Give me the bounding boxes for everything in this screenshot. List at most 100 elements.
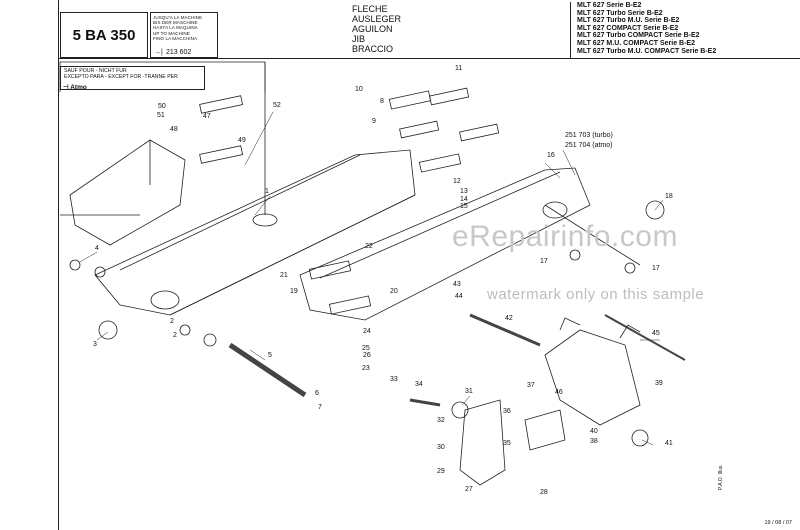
bush xyxy=(94,266,106,278)
carriage-shape xyxy=(544,329,641,426)
wear-pad xyxy=(308,260,352,280)
callout-9: 9 xyxy=(372,118,376,125)
model-item: MLT 627 Turbo M.U. COMPACT Serie B-E2 xyxy=(577,47,717,55)
callout-20: 20 xyxy=(390,288,398,295)
title-line: AUSLEGER xyxy=(352,14,402,24)
pin-end-cap xyxy=(451,401,469,419)
callout-26: 26 xyxy=(363,352,371,359)
callout-part-251703: 251 703 (turbo) xyxy=(565,132,613,139)
rod xyxy=(604,314,686,361)
short-pin xyxy=(409,398,441,407)
callout-45: 45 xyxy=(652,330,660,337)
wear-pad xyxy=(388,90,432,110)
model-item: MLT 627 M.U. COMPACT Serie B-E2 xyxy=(577,39,695,47)
watermark-site: eRepairinfo.com xyxy=(452,220,678,253)
callout-7: 7 xyxy=(318,404,322,411)
callout-14: 14 xyxy=(460,196,468,203)
callout-13: 13 xyxy=(460,188,468,195)
callout-17: 17 xyxy=(540,258,548,265)
exception-line: SAUF POUR - NICHT FUR xyxy=(64,68,127,74)
callout-38: 38 xyxy=(590,438,598,445)
callout-37: 37 xyxy=(527,382,535,389)
callout-10: 10 xyxy=(355,86,363,93)
atmo-text: Atmo xyxy=(70,84,87,91)
serial-line: BIS DER MASCHINE xyxy=(153,20,198,26)
model-item: MLT 627 Turbo M.U. Serie B-E2 xyxy=(577,17,680,25)
title-line: AGUILON xyxy=(352,24,393,34)
callout-3: 3 xyxy=(93,341,97,348)
serial-line: FINO LA MACCHINA xyxy=(153,35,198,41)
inset-frame xyxy=(59,61,266,92)
pin-end-cap xyxy=(645,200,665,220)
atmo-label: ⊣ Atmo xyxy=(63,84,87,91)
carriage-hook xyxy=(559,317,581,331)
callout-42: 42 xyxy=(505,315,513,322)
callout-35: 35 xyxy=(503,440,511,447)
tilt-link xyxy=(544,204,641,266)
callout-32: 32 xyxy=(437,417,445,424)
callout-part-251704: 251 704 (atmo) xyxy=(565,142,613,149)
page-title: FLECHE AUSLEGER AGUILON JIB BRACCIO xyxy=(352,4,401,54)
callout-21: 21 xyxy=(280,272,288,279)
bush xyxy=(179,324,191,336)
callout-22: 22 xyxy=(365,243,373,250)
link-plate xyxy=(459,399,506,486)
callout-31: 31 xyxy=(465,388,473,395)
callout-48: 48 xyxy=(170,126,178,133)
title-line: BRACCIO xyxy=(352,44,394,54)
left-margin-line xyxy=(58,0,59,530)
wear-pad xyxy=(328,295,372,315)
washer xyxy=(69,259,81,271)
title-line: JIB xyxy=(352,34,366,44)
inner-boom-top-edge xyxy=(319,171,561,279)
callout-4: 4 xyxy=(95,245,99,252)
boom-slot xyxy=(252,213,278,227)
washer xyxy=(203,333,217,347)
arrow-to-bar-icon: →| xyxy=(154,49,163,56)
rear-boom-shape xyxy=(69,139,186,246)
serial-number: 213 602 xyxy=(166,49,192,56)
callout-33: 33 xyxy=(390,376,398,383)
callout-52: 52 xyxy=(273,102,281,109)
callout-43: 43 xyxy=(453,281,461,288)
callout-34: 34 xyxy=(415,381,423,388)
callout-40: 40 xyxy=(590,428,598,435)
callout-5: 5 xyxy=(268,352,272,359)
serial-line: HASTA LA MAQUINA xyxy=(153,25,198,31)
outer-boom-shape xyxy=(94,149,416,316)
model-item: MLT 627 Turbo Serie B-E2 xyxy=(577,9,663,17)
callout-46: 46 xyxy=(555,389,563,396)
header-rule xyxy=(58,0,800,59)
callout-39: 39 xyxy=(655,380,663,387)
footer-side-note: P.A.O. Illus xyxy=(718,465,724,490)
callout-17: 17 xyxy=(652,265,660,272)
callout-1: 1 xyxy=(265,188,269,195)
boom-pivot xyxy=(150,290,180,310)
callout-23: 23 xyxy=(362,365,370,372)
callout-24: 24 xyxy=(363,328,371,335)
inner-boom-shape xyxy=(299,167,591,321)
callout-8: 8 xyxy=(380,98,384,105)
callout-27: 27 xyxy=(465,486,473,493)
long-pin xyxy=(469,313,541,347)
callout-44: 44 xyxy=(455,293,463,300)
pivot-pin xyxy=(228,342,307,398)
callout-25: 25 xyxy=(362,345,370,352)
callout-50: 50 xyxy=(158,103,166,110)
callout-19: 19 xyxy=(290,288,298,295)
wear-pad xyxy=(459,123,500,142)
watermark-note: watermark only on this sample xyxy=(487,286,705,303)
model-list: MLT 627 Serie B-E2 MLT 627 Turbo Serie B… xyxy=(570,2,798,58)
washer xyxy=(569,249,581,261)
callout-28: 28 xyxy=(540,489,548,496)
link-plate xyxy=(524,409,566,451)
model-item: MLT 627 COMPACT Serie B-E2 xyxy=(577,24,679,32)
washer xyxy=(624,262,636,274)
callout-36: 36 xyxy=(503,408,511,415)
callout-29: 29 xyxy=(437,468,445,475)
callout-16: 16 xyxy=(547,152,555,159)
exception-line: EXCEPTO PARA - EXCEPT FOR -TRANNE PER xyxy=(64,74,178,80)
pin-end-cap xyxy=(98,320,118,340)
callout-2: 2 xyxy=(170,318,174,325)
